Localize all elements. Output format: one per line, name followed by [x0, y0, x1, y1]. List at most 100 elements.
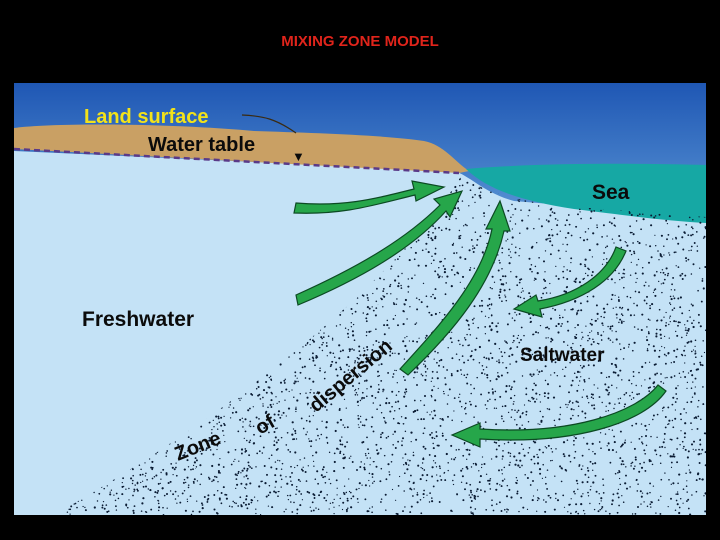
stipple-dot	[526, 349, 528, 351]
land-surface-region	[14, 124, 469, 173]
stipple-dot	[346, 426, 349, 429]
stipple-dot	[678, 506, 681, 509]
stipple-dot	[650, 460, 652, 462]
stipple-dot	[605, 410, 607, 412]
stipple-dot	[336, 447, 339, 450]
stipple-dot	[577, 414, 580, 417]
stipple-dot	[433, 437, 436, 440]
stipple-dot	[425, 375, 427, 377]
stipple-dot	[115, 492, 118, 495]
stipple-dot	[294, 380, 297, 383]
stipple-dot	[359, 415, 362, 418]
stipple-dot	[491, 504, 493, 507]
stipple-dot	[311, 352, 314, 355]
stipple-dot	[186, 476, 189, 479]
stipple-dot	[431, 370, 434, 373]
stipple-dot	[605, 376, 608, 379]
stipple-dot	[612, 307, 614, 309]
stipple-dot	[526, 476, 529, 480]
stipple-dot	[682, 447, 684, 450]
stipple-dot	[489, 352, 492, 355]
stipple-dot	[450, 458, 453, 460]
stipple-dot	[245, 475, 248, 478]
stipple-dot	[499, 288, 502, 291]
stipple-dot	[621, 379, 623, 381]
stipple-dot	[602, 307, 605, 310]
stipple-dot	[532, 495, 535, 497]
stipple-dot	[324, 371, 326, 374]
stipple-dot	[371, 473, 374, 476]
stipple-dot	[396, 382, 398, 384]
stipple-dot	[385, 397, 388, 400]
stipple-dot	[420, 301, 423, 304]
stipple-dot	[572, 342, 574, 345]
stipple-dot	[486, 374, 489, 377]
stipple-dot	[290, 480, 292, 482]
stipple-dot	[665, 322, 667, 324]
stipple-dot	[211, 480, 213, 483]
stipple-dot	[620, 320, 623, 323]
stipple-dot	[432, 485, 435, 488]
stipple-dot	[216, 444, 219, 447]
stipple-dot	[575, 510, 578, 513]
stipple-dot	[648, 460, 651, 463]
stipple-dot	[229, 404, 231, 406]
stipple-dot	[368, 357, 370, 359]
stipple-dot	[546, 383, 550, 386]
stipple-dot	[641, 365, 644, 368]
stipple-dot	[527, 421, 530, 423]
stipple-dot	[325, 397, 328, 401]
stipple-dot	[350, 506, 352, 509]
stipple-dot	[497, 375, 500, 378]
stipple-dot	[544, 392, 546, 394]
stipple-dot	[413, 399, 416, 402]
stipple-dot	[629, 296, 632, 299]
stipple-dot	[699, 438, 701, 441]
stipple-dot	[436, 474, 438, 476]
stipple-dot	[643, 501, 645, 503]
stipple-dot	[487, 391, 490, 394]
stipple-dot	[231, 506, 233, 508]
stipple-dot	[296, 464, 299, 467]
stipple-dot	[634, 513, 637, 515]
stipple-dot	[66, 511, 69, 513]
stipple-dot	[383, 333, 386, 336]
stipple-dot	[404, 430, 407, 433]
stipple-dot	[480, 466, 483, 469]
stipple-dot	[422, 445, 425, 448]
stipple-dot	[702, 287, 705, 290]
stipple-dot	[690, 340, 693, 343]
stipple-dot	[274, 474, 277, 477]
stipple-dot	[658, 213, 661, 216]
stipple-dot	[538, 448, 541, 451]
stipple-dot	[481, 365, 484, 367]
stipple-dot	[392, 373, 395, 375]
stipple-dot	[249, 439, 252, 442]
stipple-dot	[660, 373, 662, 375]
stipple-dot	[293, 396, 295, 399]
stipple-dot	[467, 359, 469, 362]
stipple-dot	[648, 390, 651, 392]
stipple-dot	[335, 368, 338, 371]
stipple-dot	[367, 510, 370, 512]
stipple-dot	[434, 235, 437, 238]
stipple-dot	[587, 397, 589, 399]
stipple-dot	[341, 508, 344, 511]
stipple-dot	[336, 374, 339, 377]
stipple-dot	[685, 472, 687, 474]
stipple-dot	[670, 438, 673, 441]
stipple-dot	[459, 234, 462, 237]
stipple-dot	[421, 249, 424, 252]
stipple-dot	[478, 470, 480, 472]
stipple-dot	[325, 421, 328, 424]
stipple-dot	[447, 394, 449, 396]
stipple-dot	[268, 386, 271, 389]
stipple-dot	[673, 361, 676, 363]
stipple-dot	[503, 478, 506, 480]
stipple-dot	[342, 392, 345, 395]
stipple-dot	[658, 349, 661, 352]
stipple-dot	[590, 210, 593, 213]
stipple-dot	[622, 272, 625, 275]
stipple-dot	[234, 473, 237, 476]
stipple-dot	[341, 436, 343, 438]
